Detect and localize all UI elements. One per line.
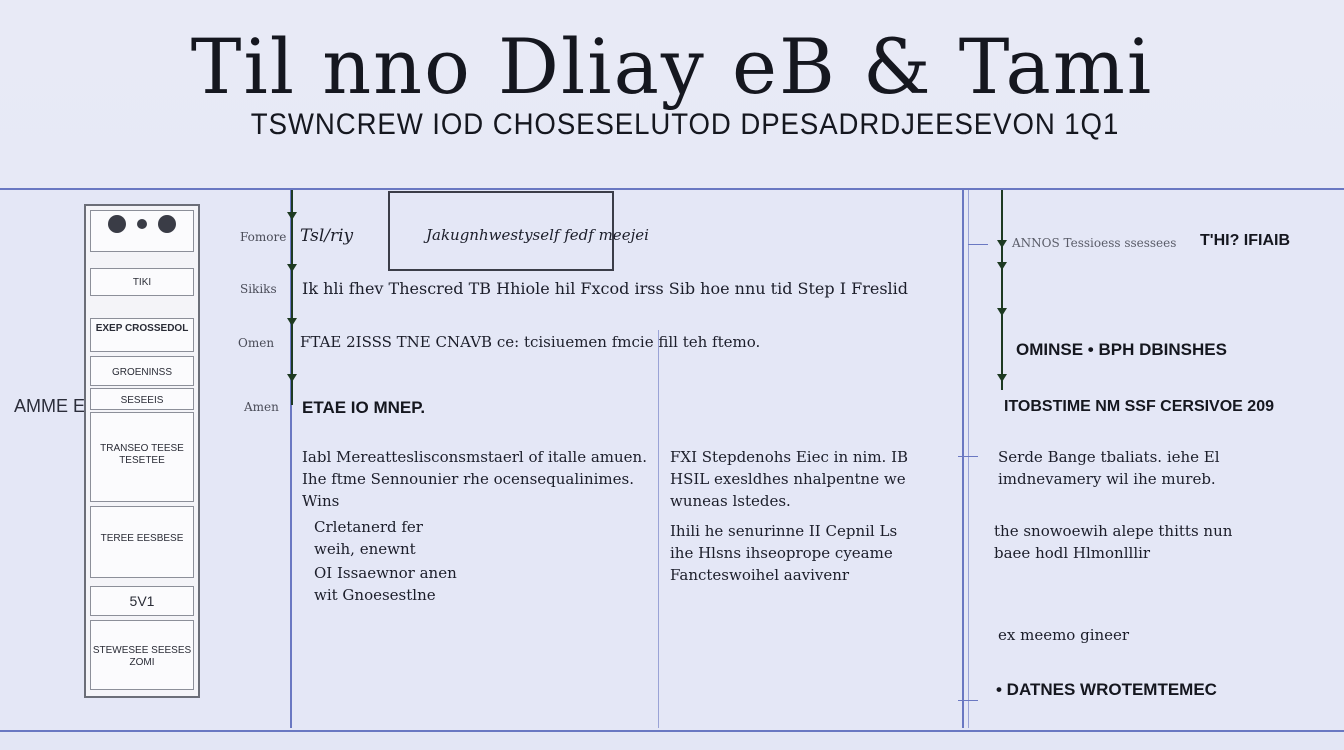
person-icon	[137, 219, 147, 229]
highlight-box	[388, 191, 614, 271]
row-label: Fomore	[240, 230, 287, 244]
divider-right-b	[968, 190, 969, 728]
timeline-marker	[287, 374, 297, 382]
bullet-item: • DATNES WROTEMTEMEC	[996, 680, 1217, 699]
timeline-marker	[997, 374, 1007, 382]
paragraph: FXI Stepdenohs Eiec in nim. IB HSIL exes…	[670, 448, 909, 510]
sidebar-card: EXEP CROSSEDOL	[90, 318, 194, 352]
sidebar-card: 5V1	[90, 586, 194, 616]
sidebar-card: TIKI	[90, 268, 194, 296]
row-label: Omen	[238, 336, 275, 350]
diagram-subtitle: TSWNCREW IOD CHOSESELUTOD DPESADRDJEESEV…	[250, 108, 1120, 141]
box-text: Jakugnhwestyself fedf meejei	[426, 226, 649, 244]
section-heading: ETAE IO MNEP.	[302, 398, 426, 417]
timeline-marker	[997, 308, 1007, 316]
sidebar-card: STEWESEE SEESES ZOMI	[90, 620, 194, 690]
side-label: AMME E	[14, 396, 86, 416]
sidebar-card: GROENINSS	[90, 356, 194, 386]
sidebar-card: SESEEIS	[90, 388, 194, 410]
sidebar-panel: TIKI EXEP CROSSEDOL GROENINSS SESEEIS TR…	[84, 204, 200, 698]
person-icon	[157, 215, 176, 233]
right-heading: OMINSE • BPH DBINSHES	[1016, 340, 1227, 359]
timeline-axis-right	[1001, 190, 1003, 390]
timeline-marker	[997, 240, 1007, 248]
row-text: FTAE 2ISSS TNE CNAVB ce: tcisiuemen fmci…	[300, 333, 761, 351]
sidebar-card: TRANSEO TEESE TESETEE	[90, 412, 194, 502]
timeline-marker	[287, 264, 297, 272]
paragraph: Iabl Mereatteslisconsmstaerl of italle a…	[302, 448, 647, 510]
divider-left	[290, 188, 292, 728]
divider-mid	[658, 330, 659, 728]
right-heading: ITOBSTIME NM SSF CERSIVOE 209	[1004, 398, 1274, 415]
note-title: T'HI? IFIAIB	[1200, 232, 1291, 249]
person-icon	[108, 215, 127, 233]
paragraph: Crletanerd fer weih, enewnt	[314, 518, 423, 558]
paragraph: ex meemo gineer	[998, 626, 1130, 644]
row-text: Ik hli fhev Thescred TB Hhiole hil Fxcod…	[302, 279, 909, 298]
paragraph: OI Issaewnor anen wit Gnoesestlne	[314, 564, 457, 604]
tick	[958, 456, 978, 457]
tick	[968, 244, 988, 245]
content-band	[0, 188, 1344, 732]
timeline-marker	[997, 262, 1007, 270]
paragraph: Serde Bange tbaliats. iehe El imdnevamer…	[998, 448, 1220, 488]
divider-right-a	[962, 188, 964, 728]
diagram-title: Til nno Dliay eB & Tami	[190, 22, 1154, 111]
row-label: Amen	[244, 400, 279, 414]
paragraph: Ihili he senurinne II Cepnil Ls ihe Hlsn…	[670, 522, 898, 584]
sidebar-card	[90, 210, 194, 252]
note-small: ANNOS Tessioess ssessees	[1012, 236, 1177, 250]
tick	[958, 700, 978, 701]
paragraph: the snowoewih alepe thitts nun baee hodl…	[994, 522, 1233, 562]
timeline-marker	[287, 212, 297, 220]
sidebar-card: TEREE EESBESE	[90, 506, 194, 578]
timeline-marker	[287, 318, 297, 326]
top-label: Tsl/riy	[300, 226, 354, 246]
row-label: Sikiks	[240, 282, 277, 296]
timeline-axis-left	[291, 190, 293, 405]
